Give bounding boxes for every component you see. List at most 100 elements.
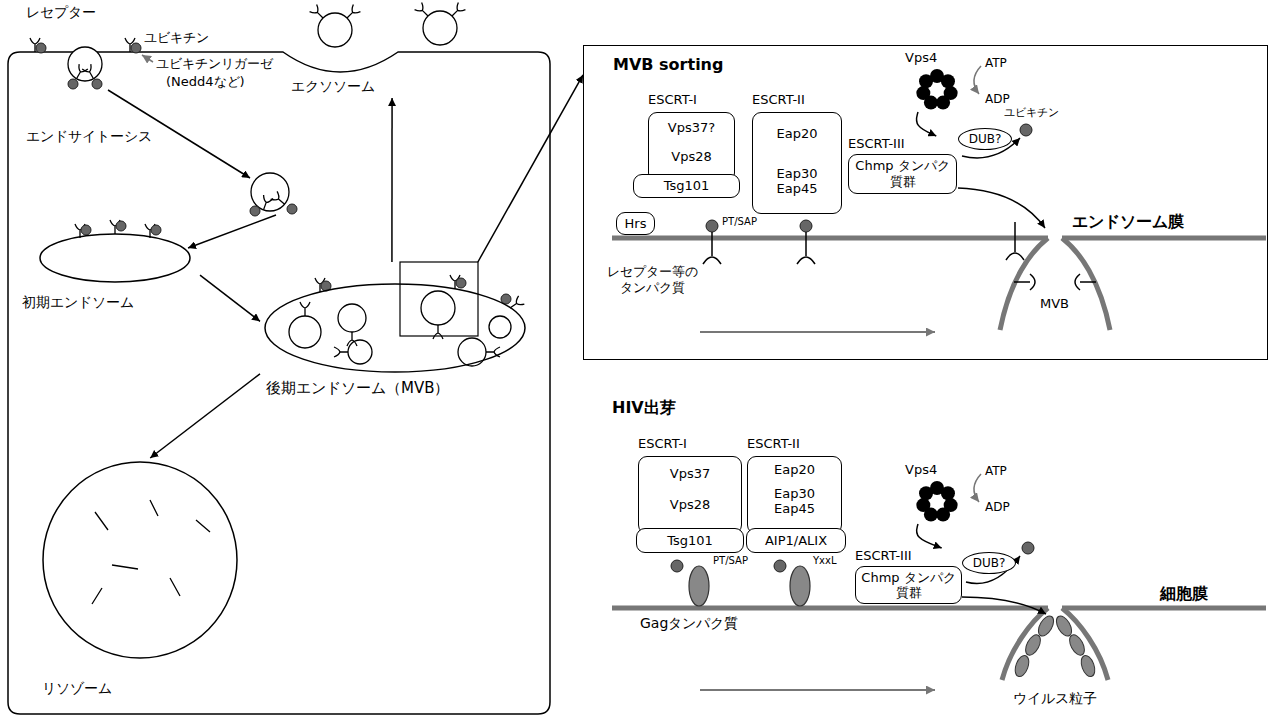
motif-label-holder: PT/SAP [722,216,757,228]
lysosome-fragments [92,500,210,604]
ubiquitin-dot [131,43,141,53]
part-label: Gagタンパク質 [640,615,738,632]
box-text: DUB? [973,556,1006,570]
complex-name: ESCRT-I [638,436,687,452]
panel-title: MVB sorting [613,55,723,74]
membrane-label-holder: エンドソーム膜 [1072,212,1184,231]
molecule-label-holder: ATP [985,56,1007,70]
box-outline: Tsg101 [636,528,744,553]
molecule-label: ATP [985,56,1007,70]
gag-protein [790,566,810,606]
ubiquitin-dot [706,220,718,232]
receptor [259,195,273,212]
box-outline: DUB? [958,128,1012,150]
vesicle [423,11,457,45]
box-text: Eap20 [777,126,818,142]
endocytosis-arrow [188,215,276,248]
escrt-i-box: ESCRT-I Vps37Vps28 [638,436,742,534]
box-outline: DUB? [962,552,1016,574]
cell-outline [8,52,550,714]
receptor [72,64,88,81]
ubiquitin-dot [287,204,297,214]
complex-name: ESCRT-I [648,92,697,108]
virus-protein [1053,613,1074,638]
direction-arrow [700,689,935,691]
complex-name: ESCRT-III [848,136,905,152]
ubiquitin-dot [671,560,683,572]
early-endosome: 初期エンドソーム [20,215,200,312]
box-outline: Chmp タンパク質群 [848,154,957,194]
vps4-subunit [916,86,930,100]
vps4-complex: Vps4 [905,462,970,524]
structure-label-holder: ウイルス粒子 [1013,690,1097,707]
membrane-ellipse [265,284,525,372]
endosome-outline [38,458,242,706]
box-text: Eap30 Eap45 [777,166,818,197]
box-text: Vps37? [668,120,715,136]
box-text: DUB? [969,132,1002,146]
complex-name-holder: Vps4 [905,50,937,66]
endosome-membrane [612,236,1266,241]
escrt-ii-box: ESCRT-II Eap20Eap30 Eap45 [752,92,842,214]
box-text: Vps37 [670,466,710,482]
ubiquitin-dot [151,225,161,235]
tsg101-box: Tsg101 [633,174,740,198]
box-text: Vps28 [671,149,711,165]
box-text: AIP1/ALIX [765,533,827,549]
atp-arrow [974,474,981,502]
cargo-receptor [797,232,815,264]
part-label: レセプター等の タンパク質 [604,264,700,295]
ubiquitin-dot [250,206,260,216]
ubiquitin-dot [81,225,91,235]
motif-label-holder: YxxL [813,555,837,567]
molecule-label: ADP [985,500,1010,514]
molecule-label: ADP [985,92,1010,106]
escrt-ii-box: ESCRT-IIEap20Eap30 Eap45 [747,436,842,534]
mvb-sorting-art [612,66,1266,332]
part-label-holder: レセプター [26,4,96,21]
motif-label: YxxL [813,555,837,567]
molecule-label-holder: ATP [985,464,1007,478]
receptor [448,3,465,20]
part-label-holder: Gagタンパク質 [640,615,738,632]
escrt-iii-box: ESCRT-IIIChmp タンパク質群 [855,548,962,604]
virus-protein [1023,632,1044,657]
vps4-subunit [919,74,933,88]
membrane-ellipse [40,234,190,282]
mvb-sorting-panel: MVB sortingESCRT-IVps37?Vps28Tsg101ESCRT… [583,45,1268,360]
membrane-label: 細胞膜 [1160,584,1208,603]
intraluminal-vesicle [489,316,511,338]
ligase-arrow [142,55,153,62]
receptor [310,5,327,22]
complex-name-holder: ESCRT-II [752,92,805,108]
part-label-holder: レセプター等の タンパク質 [604,264,700,295]
membrane-label: エンドソーム膜 [1072,212,1184,231]
vps4-subunit [936,96,950,110]
membrane-label-holder: 細胞膜 [1160,584,1208,603]
process-label: エンドサイトーシス [26,128,152,145]
receptor [271,191,288,208]
cargo-receptor [1006,222,1024,260]
complex-name-holder: ESCRT-I [638,436,687,452]
direction-arrow [700,331,935,333]
budding-membrane [1000,238,1110,330]
vps4-subunit [919,486,933,500]
structure-label: 後期エンドソーム（MVB） [266,379,450,397]
process-label-holder: エンドサイトーシス [26,128,152,145]
motif-label-holder: PT/SAP [713,555,748,567]
budding-membrane [1002,608,1108,680]
virus-protein [1067,632,1088,657]
part-label: ユビキチン [1004,106,1059,119]
cargo-receptor [1014,274,1096,290]
escrt-i-box: ESCRT-I Vps37? Vps28 [648,92,735,182]
box-outline: Vps37? Vps28 [648,112,735,182]
lysosome: リソゾーム [38,458,242,706]
box-outline: Vps37Vps28 [638,456,742,534]
ubiquitin-dot [116,221,126,231]
dub-oval: DUB? [958,128,1012,150]
vesicle [251,173,289,211]
box-text: Eap20 [774,462,815,478]
box-text: Chmp タンパク質群 [859,570,958,601]
box-text: Chmp タンパク質群 [852,158,953,189]
vps4-complex: Vps4 [905,50,970,112]
